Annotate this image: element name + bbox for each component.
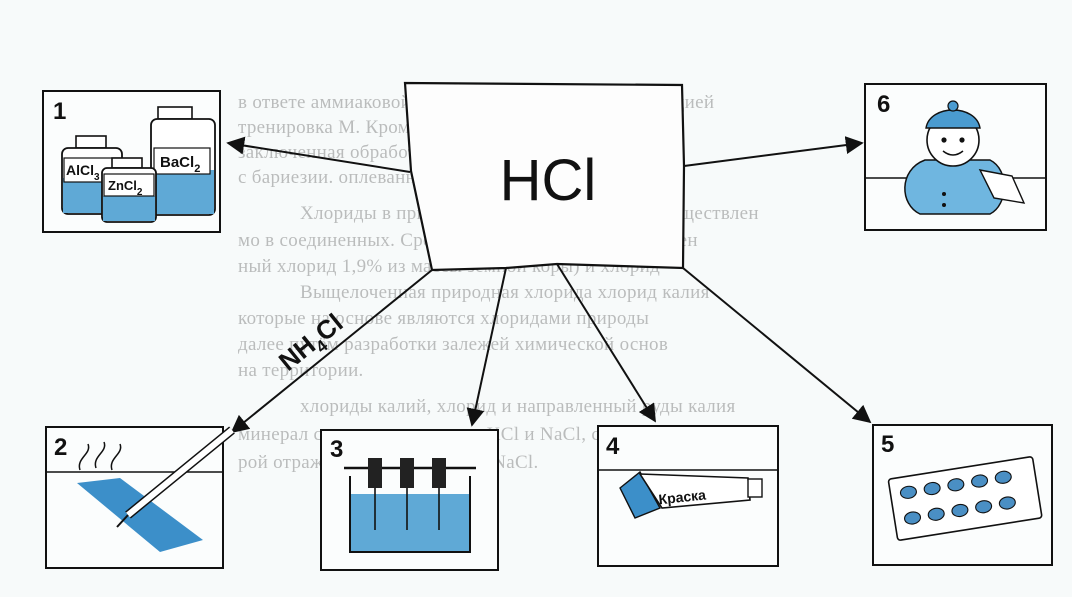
panel-6-number: 6 — [877, 91, 890, 118]
panel-3: 3 — [320, 429, 499, 571]
panel-4-number: 4 — [606, 433, 620, 460]
background-text-line: которые на основе являются хлоридами при… — [238, 308, 650, 329]
jar-bacl2: BaCl2 — [150, 106, 216, 216]
panel-1: 1 BaCl2 AlCl3 ZnCl2 — [42, 90, 221, 233]
jar-zncl2: ZnCl2 — [101, 157, 157, 223]
panel-5: 5 — [872, 424, 1053, 566]
panel-5-number: 5 — [881, 431, 894, 458]
panel-3-number: 3 — [330, 436, 343, 463]
panel-6: 6 — [864, 83, 1047, 231]
bath-icon — [344, 458, 476, 553]
panel-2: 2 — [45, 426, 235, 569]
pill-pack-icon — [887, 456, 1043, 541]
panel-4: 4 Краска — [597, 425, 779, 567]
panel-1-number: 1 — [53, 98, 66, 125]
background-text-line: хлориды калий, хлорид и направленный руд… — [300, 396, 736, 417]
background-text-line: Выщелоченная природная хлорида хлорид ка… — [300, 282, 710, 303]
arrow-to-panel-4 — [556, 263, 656, 423]
arrow-to-panel-1 — [226, 136, 411, 173]
arrow-to-panel-5 — [682, 267, 872, 424]
paint-tube-icon: Краска — [619, 470, 763, 519]
snowman-icon — [904, 100, 1026, 215]
arrows — [226, 136, 872, 434]
panel-2-number: 2 — [54, 434, 67, 461]
svg-text:BaCl2: BaCl2 — [160, 154, 200, 175]
arrow-to-panel-2 — [230, 269, 433, 434]
arrow-to-panel-3 — [466, 267, 507, 427]
center-node: HCl — [403, 81, 686, 272]
edge-label-main: NH — [273, 330, 321, 377]
background-text-line: на территории. — [238, 360, 364, 381]
svg-text:AlCl3: AlCl3 — [66, 162, 100, 183]
pipette-icon — [116, 426, 235, 528]
center-formula: HCl — [500, 148, 597, 213]
svg-text:ZnCl2: ZnCl2 — [108, 178, 143, 198]
arrow-to-panel-6 — [683, 136, 864, 167]
paint-label: Краска — [658, 486, 707, 507]
